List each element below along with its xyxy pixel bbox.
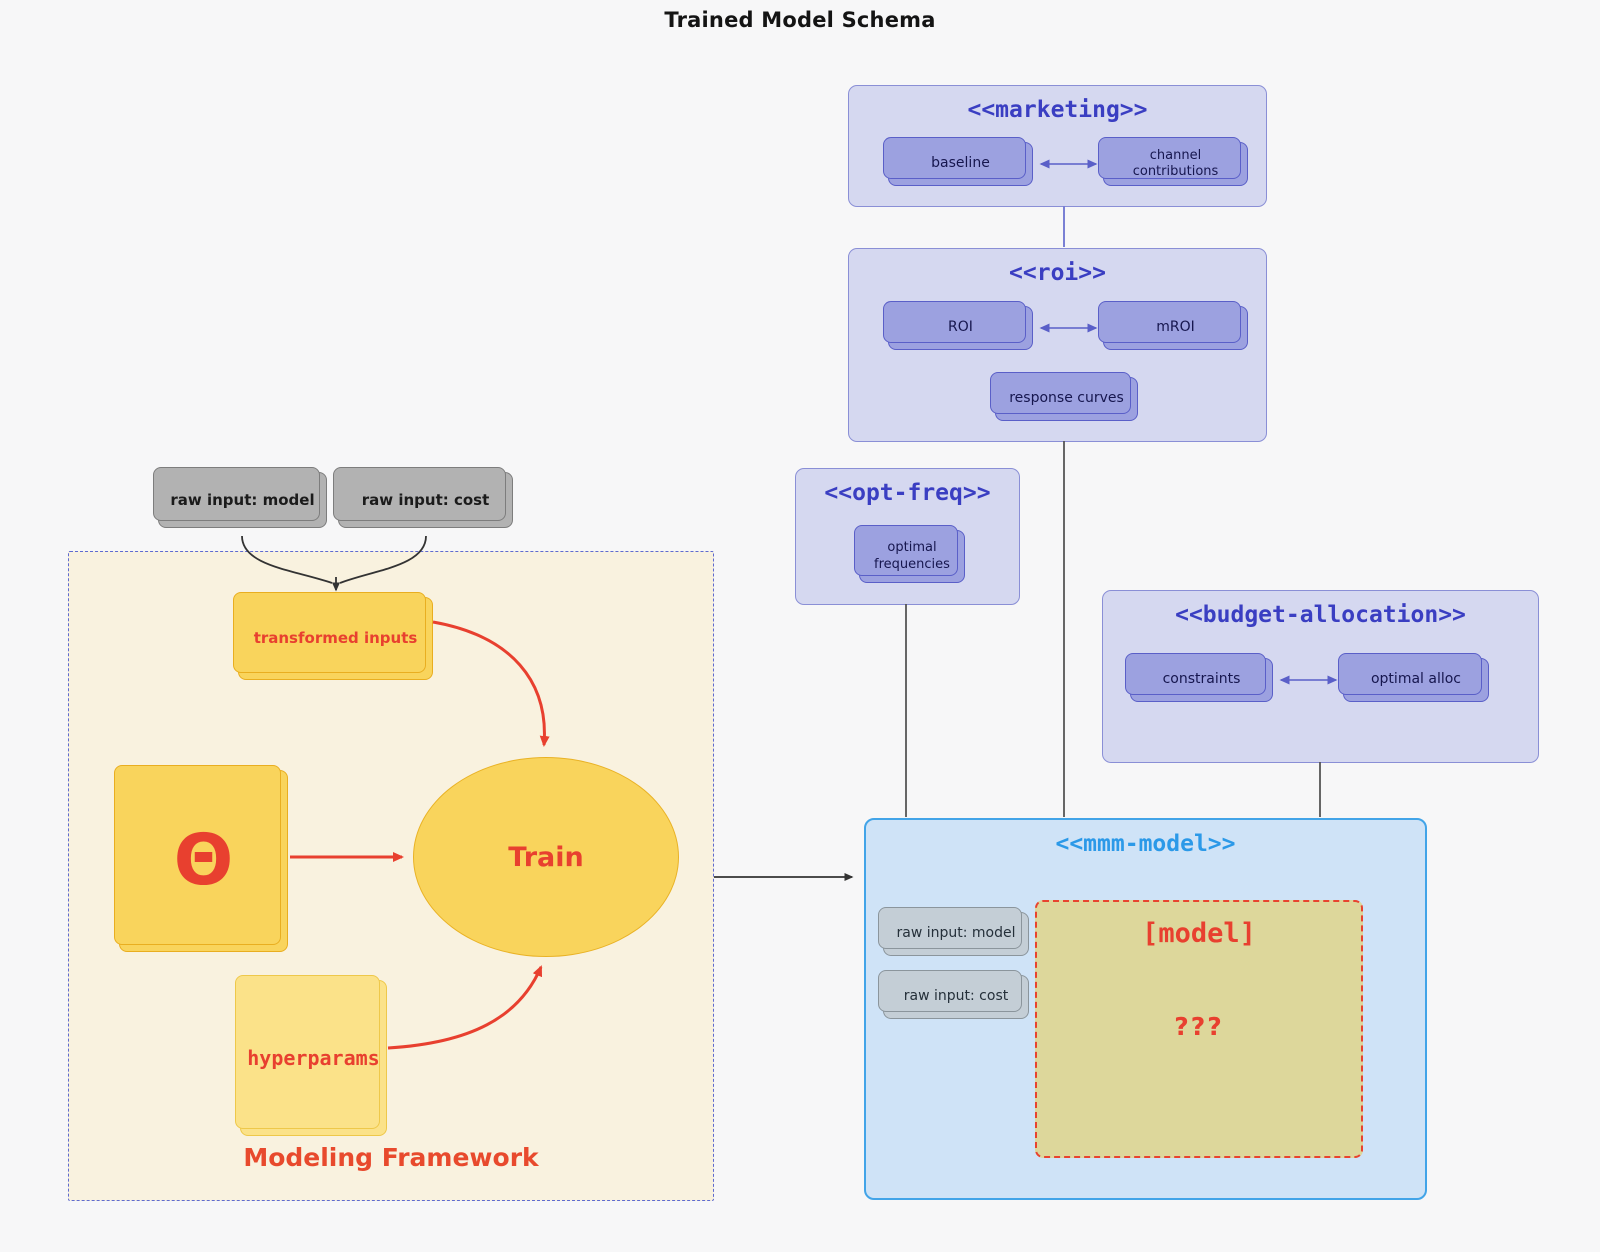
cluster-opt-freq-header: <<opt-freq>>: [824, 480, 991, 506]
node-roi: ROI: [888, 306, 1033, 350]
node-raw-input-model: raw input: model: [158, 472, 327, 528]
node-raw-input-model-inner: raw input: model: [883, 912, 1029, 956]
node-response-curves: response curves: [995, 377, 1138, 421]
diagram-title: Trained Model Schema: [664, 8, 936, 32]
node-model-placeholder: [model] ???: [1035, 900, 1363, 1158]
node-hyperparams: hyperparams: [240, 980, 387, 1136]
node-raw-input-cost-inner: raw input: cost: [883, 975, 1029, 1019]
cluster-mmm-model-header: <<mmm-model>>: [1055, 831, 1236, 857]
node-baseline: baseline: [888, 142, 1033, 186]
node-train: Train: [413, 757, 679, 957]
node-theta: Θ: [119, 770, 288, 952]
theta-symbol: Θ: [173, 819, 234, 902]
node-channel-contributions: channel contributions: [1103, 142, 1248, 186]
node-constraints: constraints: [1130, 658, 1273, 702]
modeling-framework-label: Modeling Framework: [243, 1143, 539, 1172]
model-placeholder-label: [model]: [1142, 918, 1256, 949]
cluster-budget-allocation-header: <<budget-allocation>>: [1175, 602, 1466, 628]
node-optimal-alloc: optimal alloc: [1343, 658, 1489, 702]
node-transformed-inputs: transformed inputs: [238, 597, 433, 680]
node-raw-input-cost: raw input: cost: [338, 472, 513, 528]
node-optimal-frequencies: optimal frequencies: [859, 530, 965, 583]
cluster-marketing-header: <<marketing>>: [967, 97, 1148, 123]
model-placeholder-unknown: ???: [1174, 1012, 1224, 1041]
node-mroi: mROI: [1103, 306, 1248, 350]
cluster-roi-header: <<roi>>: [1009, 260, 1106, 286]
